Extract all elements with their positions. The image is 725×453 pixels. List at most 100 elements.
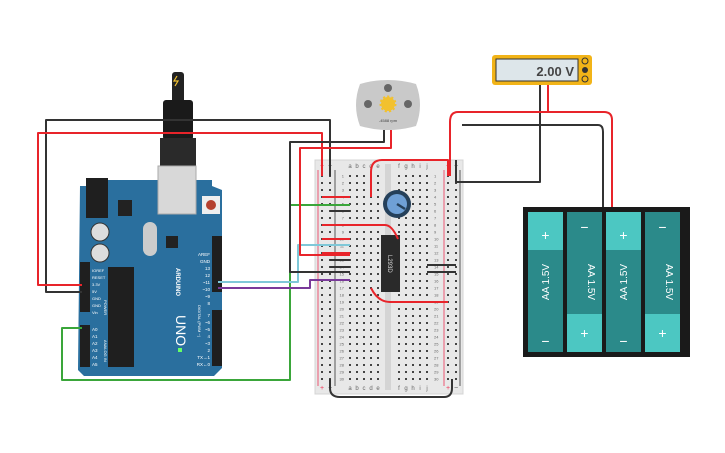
breadboard-hole[interactable] <box>349 175 351 177</box>
breadboard-hole[interactable] <box>377 329 379 331</box>
breadboard-hole[interactable] <box>321 364 323 366</box>
breadboard-hole[interactable] <box>412 224 414 226</box>
breadboard-hole[interactable] <box>405 189 407 191</box>
breadboard-hole[interactable] <box>349 301 351 303</box>
breadboard-hole[interactable] <box>426 238 428 240</box>
breadboard-hole[interactable] <box>426 210 428 212</box>
breadboard-hole[interactable] <box>377 189 379 191</box>
breadboard-hole[interactable] <box>455 196 457 198</box>
breadboard-hole[interactable] <box>363 336 365 338</box>
dc-motor[interactable]: -4588 rpm <box>356 80 420 130</box>
breadboard-hole[interactable] <box>419 182 421 184</box>
breadboard-hole[interactable] <box>426 329 428 331</box>
breadboard-hole[interactable] <box>419 259 421 261</box>
breadboard-hole[interactable] <box>356 252 358 254</box>
breadboard-hole[interactable] <box>377 371 379 373</box>
breadboard-hole[interactable] <box>426 217 428 219</box>
breadboard-hole[interactable] <box>455 238 457 240</box>
breadboard-hole[interactable] <box>426 196 428 198</box>
breadboard-hole[interactable] <box>419 210 421 212</box>
breadboard-hole[interactable] <box>349 322 351 324</box>
breadboard-hole[interactable] <box>447 371 449 373</box>
breadboard-hole[interactable] <box>377 196 379 198</box>
breadboard-hole[interactable] <box>321 378 323 380</box>
breadboard-hole[interactable] <box>363 350 365 352</box>
breadboard-hole[interactable] <box>329 371 331 373</box>
breadboard-hole[interactable] <box>426 175 428 177</box>
breadboard-hole[interactable] <box>419 294 421 296</box>
breadboard-hole[interactable] <box>377 217 379 219</box>
breadboard-hole[interactable] <box>419 266 421 268</box>
breadboard-hole[interactable] <box>412 252 414 254</box>
breadboard-hole[interactable] <box>370 336 372 338</box>
breadboard-hole[interactable] <box>356 315 358 317</box>
breadboard-hole[interactable] <box>329 182 331 184</box>
breadboard-hole[interactable] <box>398 231 400 233</box>
breadboard-hole[interactable] <box>412 259 414 261</box>
breadboard-hole[interactable] <box>377 287 379 289</box>
breadboard-hole[interactable] <box>329 357 331 359</box>
breadboard-hole[interactable] <box>419 273 421 275</box>
breadboard-hole[interactable] <box>363 280 365 282</box>
breadboard-hole[interactable] <box>426 182 428 184</box>
breadboard-hole[interactable] <box>447 329 449 331</box>
breadboard-hole[interactable] <box>370 273 372 275</box>
breadboard-hole[interactable] <box>356 357 358 359</box>
reset-button[interactable] <box>206 200 216 210</box>
breadboard-hole[interactable] <box>398 322 400 324</box>
breadboard-hole[interactable] <box>377 231 379 233</box>
breadboard-hole[interactable] <box>426 273 428 275</box>
breadboard-hole[interactable] <box>412 217 414 219</box>
breadboard-hole[interactable] <box>370 280 372 282</box>
breadboard-hole[interactable] <box>455 378 457 380</box>
breadboard-hole[interactable] <box>363 273 365 275</box>
breadboard-hole[interactable] <box>321 343 323 345</box>
breadboard-hole[interactable] <box>405 273 407 275</box>
breadboard-hole[interactable] <box>370 252 372 254</box>
breadboard-hole[interactable] <box>329 315 331 317</box>
breadboard-hole[interactable] <box>412 343 414 345</box>
breadboard-hole[interactable] <box>363 329 365 331</box>
breadboard-hole[interactable] <box>419 175 421 177</box>
breadboard-hole[interactable] <box>363 308 365 310</box>
breadboard-hole[interactable] <box>412 210 414 212</box>
breadboard-hole[interactable] <box>321 294 323 296</box>
breadboard-hole[interactable] <box>363 217 365 219</box>
breadboard-hole[interactable] <box>321 308 323 310</box>
breadboard-hole[interactable] <box>377 210 379 212</box>
breadboard-hole[interactable] <box>405 336 407 338</box>
breadboard-hole[interactable] <box>455 210 457 212</box>
breadboard-hole[interactable] <box>356 273 358 275</box>
breadboard-hole[interactable] <box>321 329 323 331</box>
breadboard-hole[interactable] <box>370 294 372 296</box>
breadboard-hole[interactable] <box>419 224 421 226</box>
breadboard-hole[interactable] <box>321 266 323 268</box>
breadboard-hole[interactable] <box>426 203 428 205</box>
breadboard-hole[interactable] <box>370 203 372 205</box>
breadboard-hole[interactable] <box>419 315 421 317</box>
breadboard-hole[interactable] <box>419 252 421 254</box>
breadboard-hole[interactable] <box>377 203 379 205</box>
breadboard-hole[interactable] <box>377 308 379 310</box>
breadboard-hole[interactable] <box>363 182 365 184</box>
breadboard-hole[interactable] <box>356 287 358 289</box>
breadboard-hole[interactable] <box>370 357 372 359</box>
battery-cell[interactable]: +−AA 1.5V <box>528 212 563 352</box>
breadboard-hole[interactable] <box>426 294 428 296</box>
breadboard-hole[interactable] <box>419 189 421 191</box>
breadboard-hole[interactable] <box>377 238 379 240</box>
breadboard-hole[interactable] <box>377 245 379 247</box>
breadboard-hole[interactable] <box>447 189 449 191</box>
breadboard-hole[interactable] <box>356 378 358 380</box>
breadboard-hole[interactable] <box>321 301 323 303</box>
breadboard-hole[interactable] <box>356 350 358 352</box>
breadboard-hole[interactable] <box>405 315 407 317</box>
breadboard-hole[interactable] <box>370 301 372 303</box>
wires[interactable] <box>37 85 613 398</box>
breadboard-hole[interactable] <box>370 329 372 331</box>
multimeter[interactable]: 2.00 V <box>492 55 592 85</box>
breadboard-hole[interactable] <box>455 245 457 247</box>
breadboard-hole[interactable] <box>377 294 379 296</box>
breadboard-hole[interactable] <box>405 350 407 352</box>
breadboard-hole[interactable] <box>329 343 331 345</box>
